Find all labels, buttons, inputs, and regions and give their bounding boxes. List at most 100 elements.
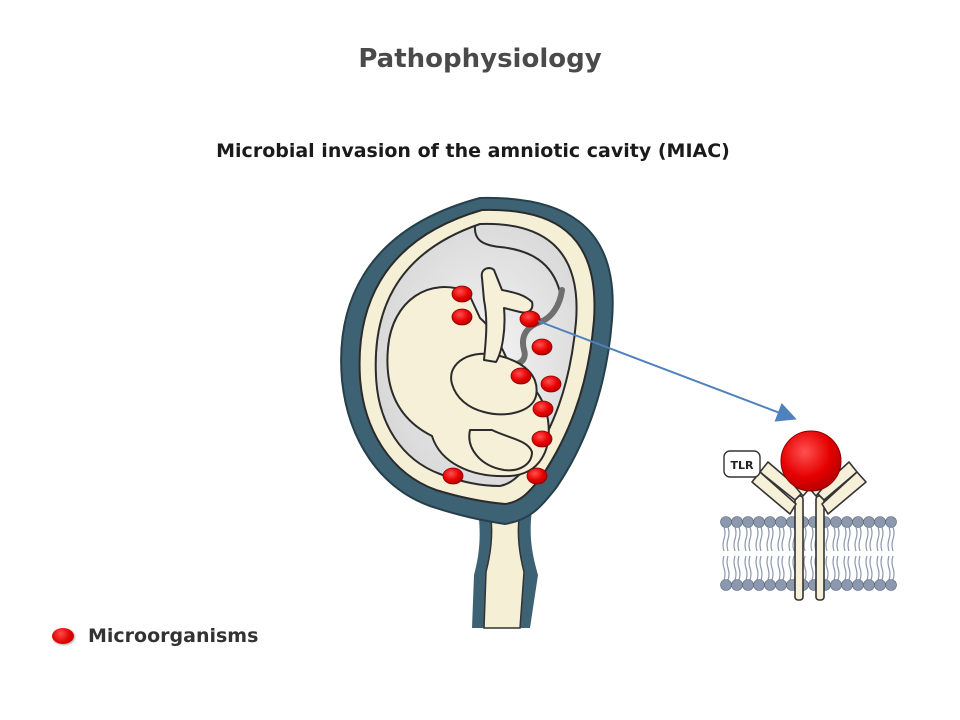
microorganism	[531, 430, 553, 448]
lipid-tail	[726, 526, 730, 552]
lipid-head	[841, 579, 853, 591]
lipid-tail	[887, 555, 891, 581]
lipid-tail	[891, 555, 895, 581]
lipid-tail	[832, 526, 836, 552]
receptor-outer-arm-left	[751, 471, 797, 515]
microorganism	[532, 400, 554, 418]
lipid-tail	[810, 555, 814, 581]
lipid-tail	[726, 555, 730, 581]
lipid-tail	[788, 526, 792, 552]
lipid-head	[863, 579, 875, 591]
fetus	[386, 267, 550, 478]
lipid-tail	[865, 526, 869, 552]
lipid-tail	[843, 526, 847, 552]
lipid-head	[830, 579, 842, 591]
tlr-label: TLR	[731, 459, 755, 472]
lipid-tail	[810, 526, 814, 552]
lipid-tail	[737, 526, 741, 552]
fetus-thigh	[450, 352, 538, 416]
lipid-tail	[777, 555, 781, 581]
lipid-tail	[733, 526, 737, 552]
lipid-tail	[843, 555, 847, 581]
lipid-tail	[847, 526, 851, 552]
microorganism	[451, 285, 473, 303]
microorganism-dot-icon	[52, 628, 74, 644]
cervical-canal	[483, 507, 525, 629]
microorganism	[526, 467, 548, 485]
lipid-head	[775, 579, 787, 591]
lipid-head	[852, 516, 864, 528]
microorganism	[531, 338, 553, 356]
lipid-tail	[722, 526, 726, 552]
lipid-tail	[759, 526, 763, 552]
lipid-tail	[803, 555, 807, 581]
lipid-tail	[854, 526, 858, 552]
lipid-tail	[788, 555, 792, 581]
lipid-tail	[880, 555, 884, 581]
lipid-tail	[865, 555, 869, 581]
microorganism-group	[442, 285, 562, 485]
lipid-tail	[869, 555, 873, 581]
lipid-head	[731, 516, 743, 528]
lipid-tail	[759, 555, 763, 581]
lipid-head	[742, 516, 754, 528]
tlr-label-box: TLR	[723, 450, 761, 478]
lipid-head	[764, 579, 776, 591]
lipid-tail	[744, 526, 748, 552]
lipid-tail	[880, 526, 884, 552]
microorganism	[519, 310, 541, 328]
lipid-tail	[755, 526, 759, 552]
lipid-tail	[836, 526, 840, 552]
page-title: Pathophysiology	[358, 44, 602, 74]
cell-membrane	[720, 516, 897, 591]
lipid-tail	[854, 555, 858, 581]
legend: Microorganisms	[52, 622, 258, 650]
lipid-tail	[733, 555, 737, 581]
lipid-head	[742, 579, 754, 591]
lipid-tail	[770, 526, 774, 552]
microorganism	[540, 375, 562, 393]
receptor-stem-right	[815, 495, 825, 601]
lipid-tail	[876, 526, 880, 552]
lipid-tail	[737, 555, 741, 581]
lipid-tail	[781, 555, 785, 581]
lipid-head	[830, 516, 842, 528]
receptor-outer-arms	[751, 471, 867, 515]
bound-microorganism	[780, 430, 842, 492]
lipid-tail	[887, 526, 891, 552]
fetus-leg	[468, 429, 533, 472]
lipid-head	[885, 516, 897, 528]
microorganism	[451, 308, 473, 326]
lipid-tail	[777, 526, 781, 552]
microorganism	[510, 367, 532, 385]
lipid-tail	[744, 555, 748, 581]
lipid-tail	[766, 526, 770, 552]
lipid-head	[874, 579, 886, 591]
lipid-tail	[891, 526, 895, 552]
microorganism	[442, 467, 464, 485]
lipid-tail	[836, 555, 840, 581]
lipid-head	[764, 516, 776, 528]
lipid-head	[885, 579, 897, 591]
lipid-head	[874, 516, 886, 528]
lipid-tail	[766, 555, 770, 581]
lipid-head	[852, 579, 864, 591]
zoom-arrow	[537, 320, 797, 422]
placenta-fold	[473, 225, 561, 293]
lipid-head	[841, 516, 853, 528]
lipid-head	[720, 516, 732, 528]
receptor-stem-left	[794, 495, 804, 601]
lipid-tail	[755, 555, 759, 581]
legend-label: Microorganisms	[88, 625, 259, 647]
lipid-tail	[748, 526, 752, 552]
lipid-tail	[869, 526, 873, 552]
lipid-tail	[748, 555, 752, 581]
lipid-tail	[847, 555, 851, 581]
lipid-tail	[825, 526, 829, 552]
lipid-tail	[858, 526, 862, 552]
lipid-head	[863, 516, 875, 528]
lipid-tail	[803, 526, 807, 552]
lipid-head	[753, 579, 765, 591]
receptor-outer-arm-right	[821, 471, 867, 515]
